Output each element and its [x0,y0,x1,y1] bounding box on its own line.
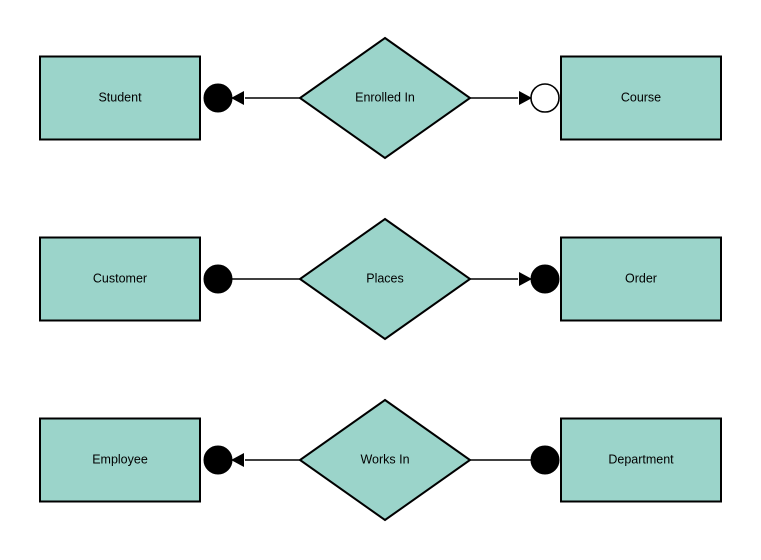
arrowhead-left [231,453,244,467]
cardinality-filled-circle-left[interactable] [203,264,233,294]
entity-label-right: Course [621,90,661,104]
arrowhead-left [231,91,244,105]
entity-label-right: Department [608,452,674,466]
arrowhead-right [519,91,532,105]
entity-box-right[interactable] [560,236,722,322]
entity-label-left: Customer [93,271,147,285]
cardinality-filled-circle-left[interactable] [203,445,233,475]
cardinality-filled-circle-right[interactable] [530,264,560,294]
relationship-label: Enrolled In [355,90,415,104]
entity-box-left[interactable] [39,236,201,322]
entity-label-left: Employee [92,452,148,466]
relationship-diamond[interactable] [298,217,472,341]
cardinality-filled-circle-left[interactable] [203,83,233,113]
entity-box-right[interactable] [560,55,722,141]
entity-box-left[interactable] [39,417,201,503]
er-row-3: Employee Department Works In [39,398,722,522]
cardinality-filled-circle-right[interactable] [530,445,560,475]
entity-box-left[interactable] [39,55,201,141]
er-row-1: Student Course Enrolled In [39,36,722,160]
entity-box-right[interactable] [560,417,722,503]
arrowhead-right [519,272,532,286]
relationship-label: Places [366,271,404,285]
entity-label-right: Order [625,271,657,285]
cardinality-open-circle-right[interactable] [530,83,560,113]
relationship-diamond[interactable] [298,36,472,160]
relationship-label: Works In [360,452,409,466]
relationship-diamond[interactable] [298,398,472,522]
er-row-2: Customer Order Places [39,217,722,341]
entity-label-left: Student [98,90,142,104]
